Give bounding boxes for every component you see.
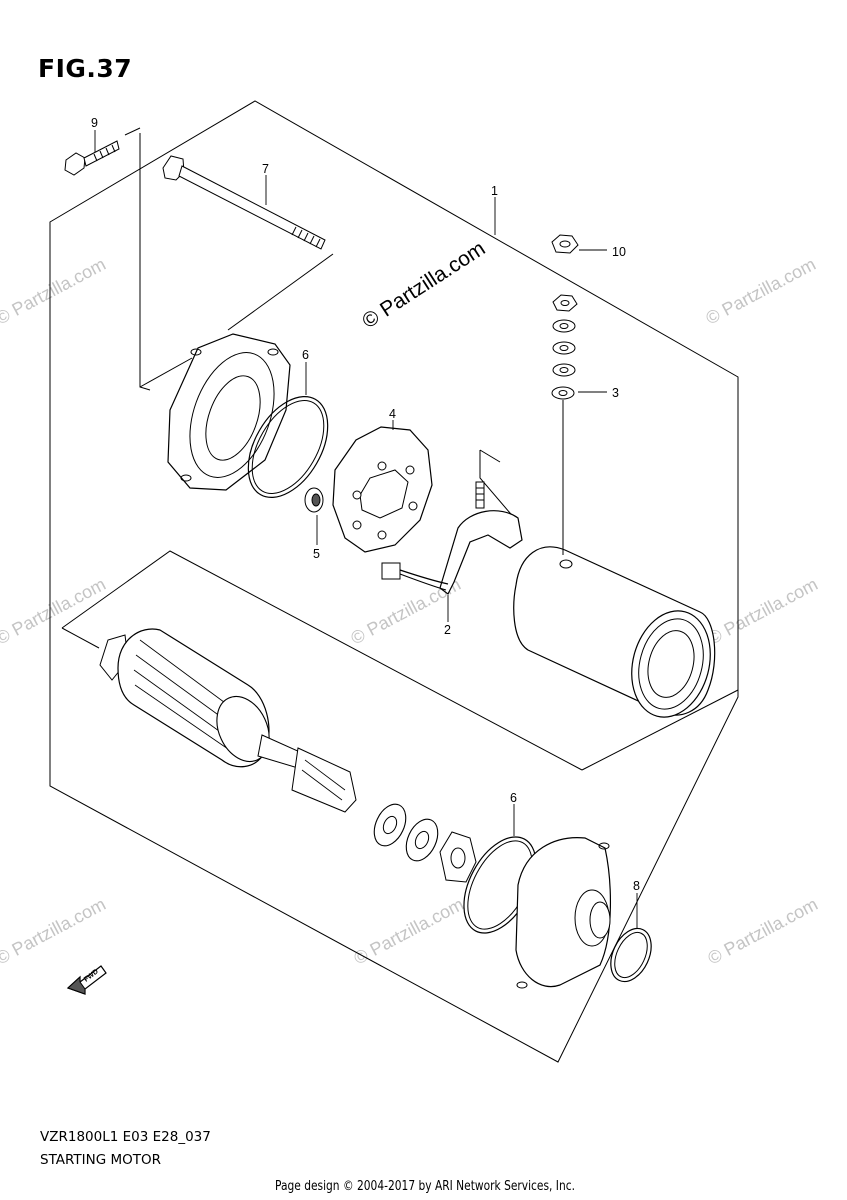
o-ring-part-6-top[interactable] xyxy=(232,383,344,511)
thrust-washer[interactable] xyxy=(368,799,444,866)
copyright-stamp: © Partzilla.com xyxy=(358,237,489,333)
o-ring-part-8[interactable] xyxy=(603,922,659,988)
motor-yoke-part-1[interactable] xyxy=(513,546,722,726)
figure-title: FIG.37 xyxy=(38,54,133,83)
inner-partition xyxy=(61,550,583,771)
callout-6-top: 6 xyxy=(302,348,309,362)
callout-2: 2 xyxy=(444,623,451,637)
brush-plate-part-4[interactable] xyxy=(332,426,433,553)
watermark-text: © Partzilla.com xyxy=(350,894,466,969)
rear-housing[interactable] xyxy=(167,333,291,491)
armature[interactable] xyxy=(99,628,357,813)
bracket-line xyxy=(124,127,141,136)
watermark-text: © Partzilla.com xyxy=(702,254,818,329)
bolt-part-9[interactable] xyxy=(64,140,120,176)
bracket-line xyxy=(227,253,334,331)
diagram-caption: STARTING MOTOR xyxy=(40,1152,162,1168)
terminal-bracket xyxy=(479,450,517,521)
assembly-boundary xyxy=(49,100,739,1063)
callout-4: 4 xyxy=(389,407,396,421)
page-footer: Page design © 2004-2017 by ARI Network S… xyxy=(275,1179,575,1194)
through-bolt-part-7[interactable] xyxy=(162,155,326,250)
callout-9: 9 xyxy=(91,116,98,130)
watermark-text: © Partzilla.com xyxy=(704,574,820,649)
callout-1: 1 xyxy=(491,184,498,198)
callout-leaders xyxy=(94,130,638,928)
watermark-text: © Partzilla.com xyxy=(0,894,109,969)
callout-8: 8 xyxy=(633,879,640,893)
callout-10: 10 xyxy=(612,245,626,259)
callout-7: 7 xyxy=(262,162,269,176)
callout-6-bottom: 6 xyxy=(510,791,517,805)
terminal-line xyxy=(479,449,501,463)
fwd-arrow-icon: FWD xyxy=(66,965,107,995)
front-housing[interactable] xyxy=(515,837,612,989)
partition-line xyxy=(581,689,739,771)
bolt-bracket xyxy=(139,133,151,391)
nut-part-10[interactable] xyxy=(551,234,579,254)
watermark-text: © Partzilla.com xyxy=(704,894,820,969)
callout-5: 5 xyxy=(313,547,320,561)
washer-stack-part-3[interactable] xyxy=(551,294,578,400)
bracket-line xyxy=(139,357,193,388)
watermark-text: © Partzilla.com xyxy=(0,574,109,649)
callout-3: 3 xyxy=(612,386,619,400)
partition-line xyxy=(61,627,100,649)
bearing-part-5[interactable] xyxy=(304,487,324,513)
model-code: VZR1800L1 E03 E28_037 xyxy=(40,1129,211,1145)
brush-holder-part-2[interactable] xyxy=(381,481,523,595)
watermark-text: © Partzilla.com xyxy=(0,254,109,329)
lock-washer[interactable] xyxy=(439,831,477,883)
